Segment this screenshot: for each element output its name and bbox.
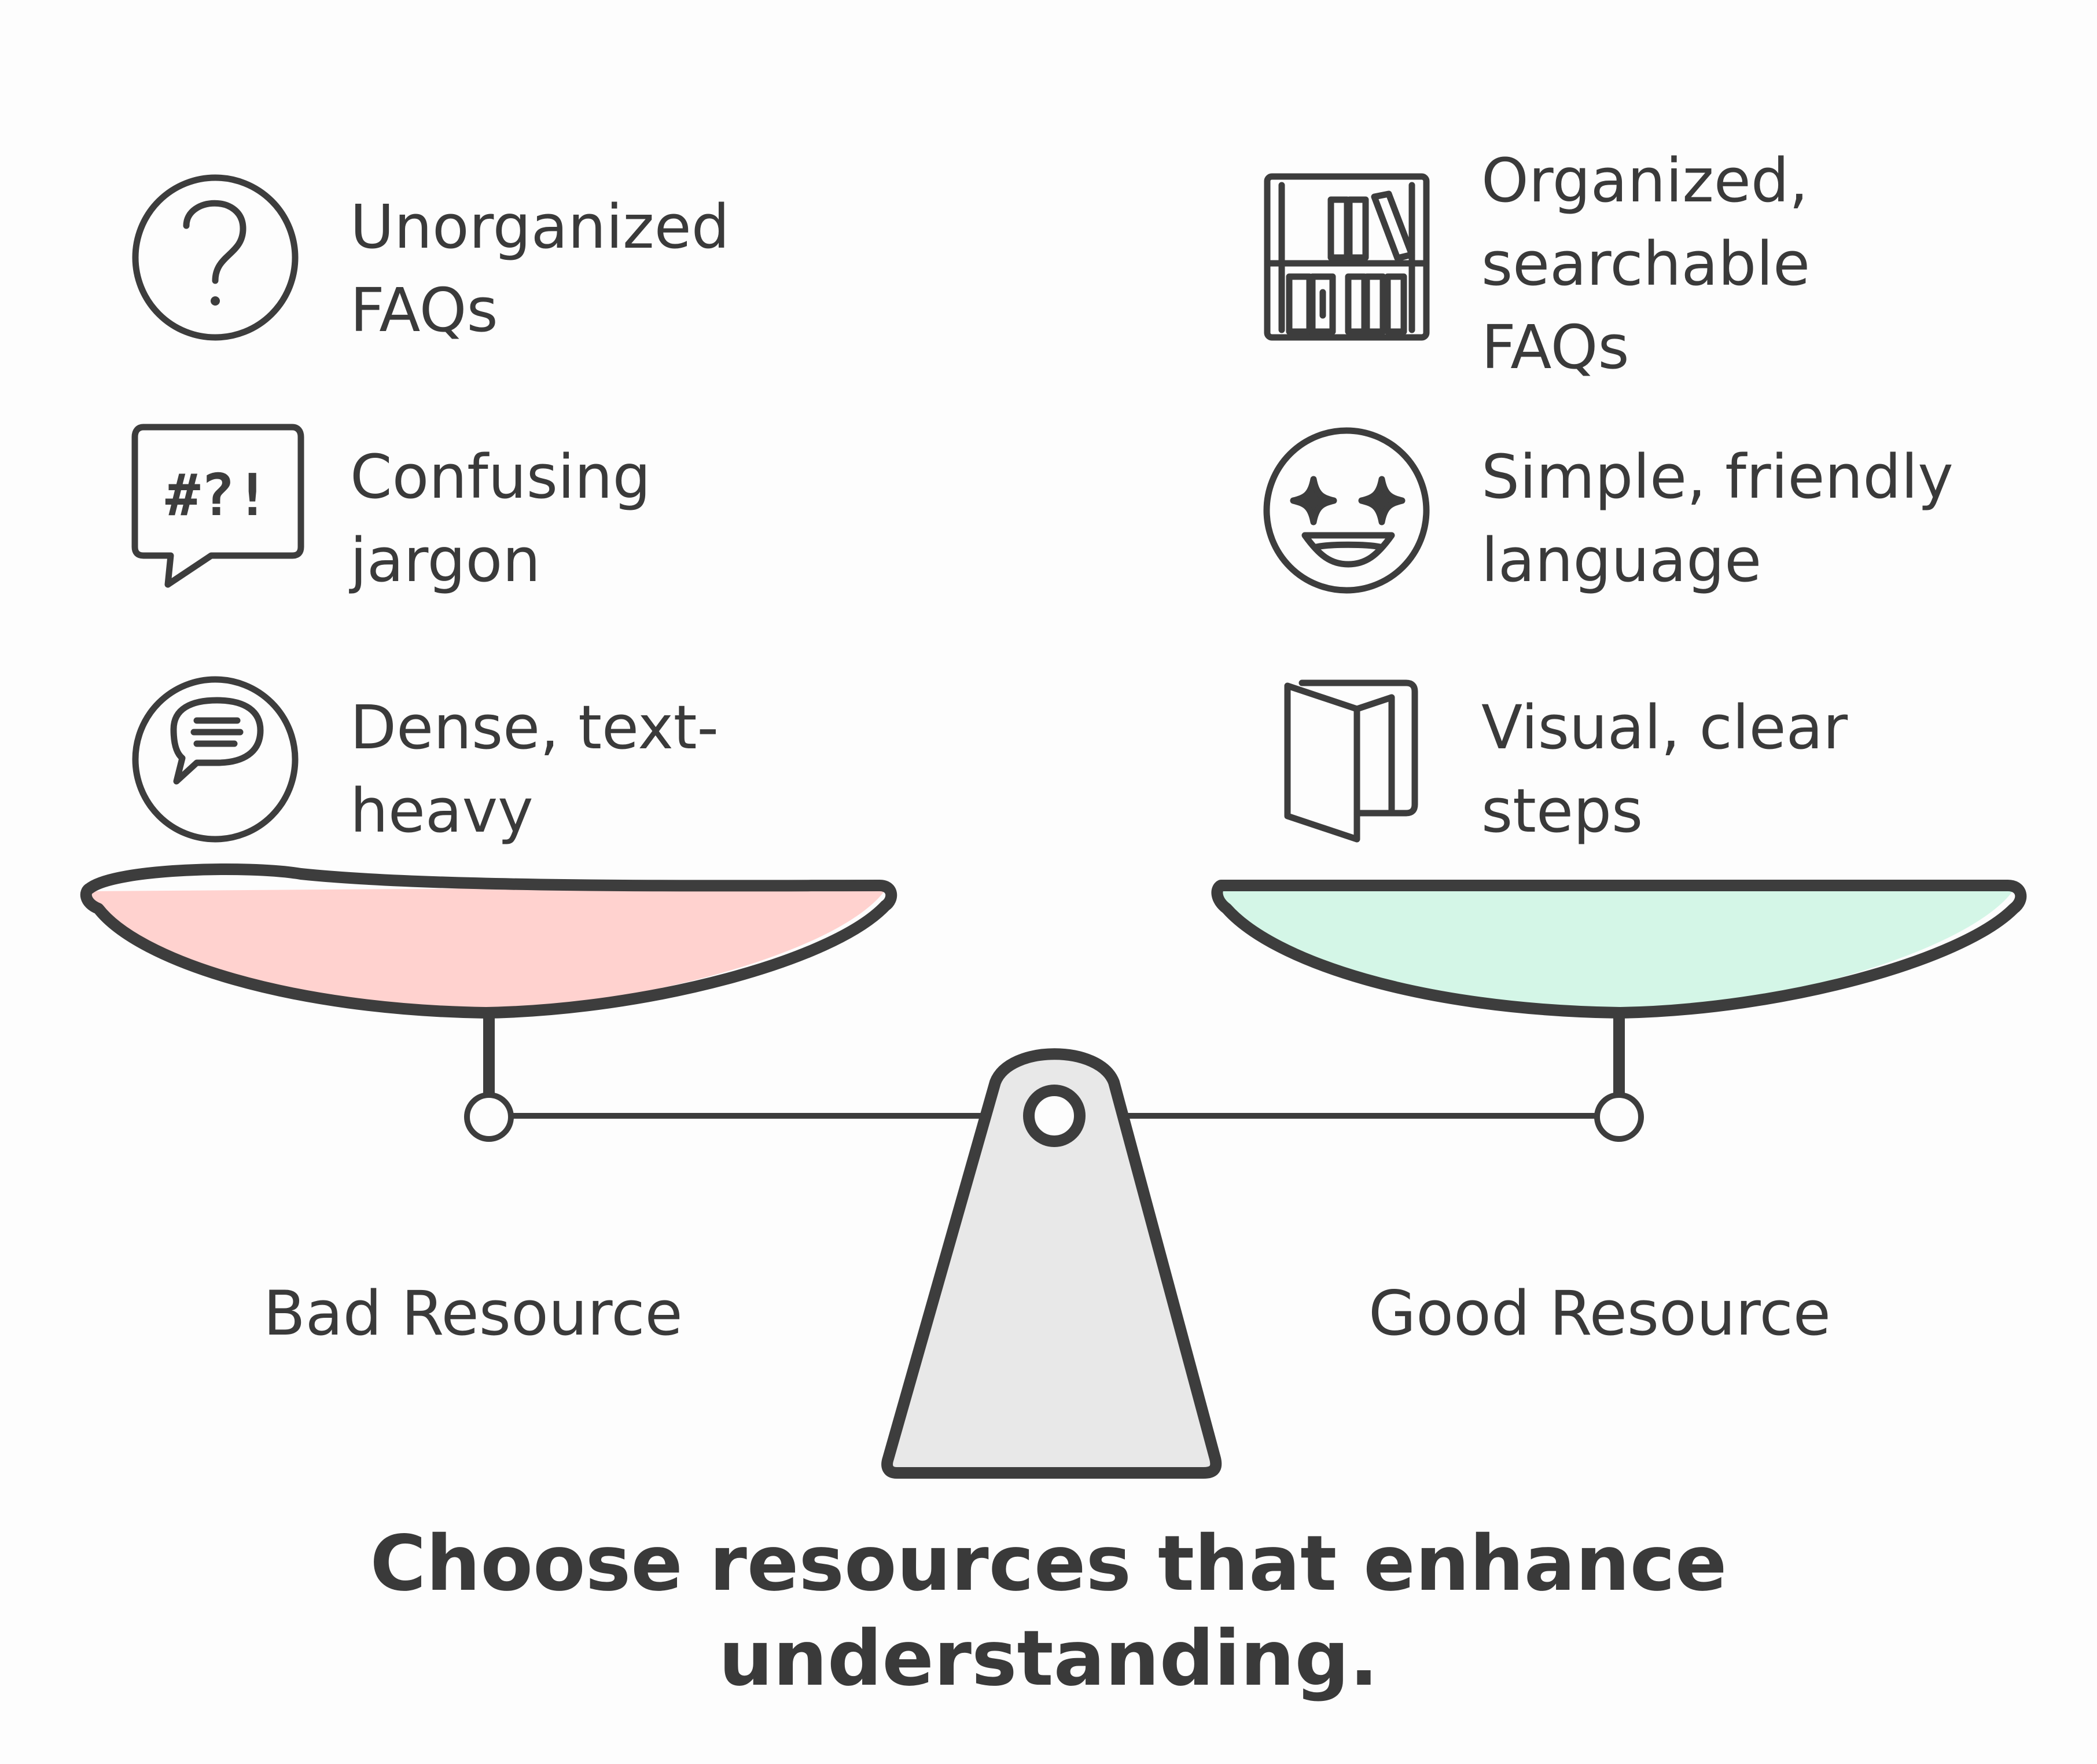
right-item-1-line-1: Organized,: [1481, 145, 1808, 216]
good-resource-label: Good Resource: [1368, 1278, 1831, 1349]
caption-line-2: understanding.: [718, 1614, 1379, 1703]
right-item-1-label: Organized, searchable FAQs: [1481, 139, 1810, 389]
left-item-1-line-1: Unorganized: [350, 192, 730, 262]
smiling-face-icon: [1263, 427, 1430, 594]
left-item-1-label: Unorganized FAQs: [350, 185, 730, 352]
right-item-1-line-2: searchable: [1481, 229, 1811, 299]
left-item-1-line-2: FAQs: [350, 275, 498, 346]
left-beam-joint: [464, 1092, 514, 1142]
left-pan-fill: [87, 885, 888, 1013]
folded-leaflet-icon: [1284, 679, 1418, 843]
caption-line-1: Choose resources that enhance: [370, 1519, 1727, 1608]
right-item-2-line-2: language: [1481, 525, 1762, 596]
left-item-3-line-2: heavy: [350, 776, 534, 846]
left-item-2-line-2: jargon: [350, 525, 541, 596]
fulcrum: [881, 1048, 1222, 1479]
right-pan-fill: [1215, 885, 2017, 1013]
right-item-3-label: Visual, clear steps: [1481, 686, 1848, 852]
bad-resource-label: Bad Resource: [263, 1278, 683, 1349]
question-circle-icon: [132, 174, 299, 341]
speech-symbols-text: #?!: [165, 461, 270, 529]
right-beam-joint: [1594, 1092, 1644, 1142]
speech-symbols-icon: #?!: [131, 424, 304, 588]
left-item-3-label: Dense, text- heavy: [350, 686, 719, 852]
right-item-2-label: Simple, friendly language: [1481, 435, 1953, 602]
left-item-2-label: Confusing jargon: [350, 435, 651, 602]
caption: Choose resources that enhance understand…: [0, 1516, 2097, 1706]
fulcrum-pivot: [1023, 1085, 1086, 1147]
chat-bubble-circle-icon: [132, 676, 299, 843]
right-pan: [1211, 880, 2027, 1019]
left-item-2-line-1: Confusing: [350, 442, 651, 512]
right-item-3-line-2: steps: [1481, 776, 1643, 846]
bookshelf-icon: [1264, 173, 1430, 341]
left-pan: [80, 863, 897, 1019]
left-item-3-line-1: Dense, text-: [350, 692, 719, 763]
right-item-2-line-1: Simple, friendly: [1481, 442, 1953, 512]
right-item-1-line-3: FAQs: [1481, 312, 1629, 383]
right-item-3-line-1: Visual, clear: [1481, 692, 1848, 763]
